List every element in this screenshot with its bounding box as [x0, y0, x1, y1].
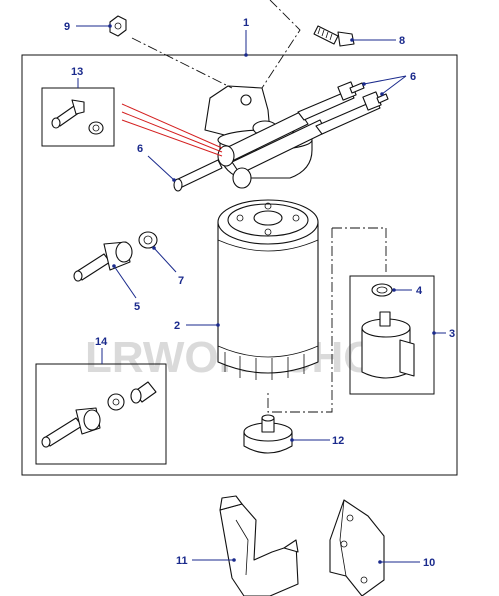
callout-10: 10 — [423, 557, 435, 569]
centre-line — [261, 0, 301, 89]
mounting-bracket — [329, 499, 385, 596]
centre-line — [267, 228, 333, 413]
drain-adaptor — [41, 407, 101, 448]
callout-3: 3 — [449, 328, 455, 340]
highlight-line — [121, 119, 223, 157]
washer — [107, 393, 125, 411]
bolt — [313, 25, 355, 47]
inset-box-13 — [41, 87, 115, 147]
centre-line — [332, 227, 387, 272]
banjo-bolt — [51, 99, 85, 129]
leader-6c — [381, 75, 407, 95]
callout-6-right: 6 — [410, 71, 416, 83]
callout-9: 9 — [64, 21, 70, 33]
callout-12: 12 — [332, 435, 344, 447]
callout-2: 2 — [174, 320, 180, 332]
callout-4: 4 — [416, 285, 423, 297]
washer — [138, 231, 158, 249]
leader-6b — [363, 75, 407, 85]
inset-box-14 — [35, 363, 167, 465]
centre-line — [131, 37, 233, 89]
callout-6-left: 6 — [137, 143, 143, 155]
filter-cartridge — [217, 199, 319, 380]
callout-13: 13 — [71, 66, 83, 78]
assembly-frame — [21, 54, 458, 476]
callout-14: 14 — [95, 336, 108, 348]
drain-plug — [130, 381, 157, 404]
inset-box-3 — [349, 275, 435, 395]
leader-6a — [147, 155, 175, 181]
highlight-line — [121, 111, 223, 153]
callout-5: 5 — [134, 301, 140, 313]
drain-bowl — [243, 414, 293, 454]
highlight-line — [121, 103, 223, 149]
callout-8: 8 — [399, 35, 405, 47]
callout-7: 7 — [178, 275, 184, 287]
callout-1: 1 — [243, 17, 249, 29]
adaptor — [73, 241, 133, 282]
nut — [109, 15, 127, 37]
heat-shield — [219, 495, 299, 596]
water-sensor — [361, 311, 415, 379]
callout-11: 11 — [176, 555, 188, 567]
sealing-washer — [88, 121, 104, 135]
leader-7 — [153, 247, 177, 273]
filter-head — [173, 81, 389, 192]
leader-5 — [113, 265, 137, 299]
o-ring — [371, 283, 393, 297]
